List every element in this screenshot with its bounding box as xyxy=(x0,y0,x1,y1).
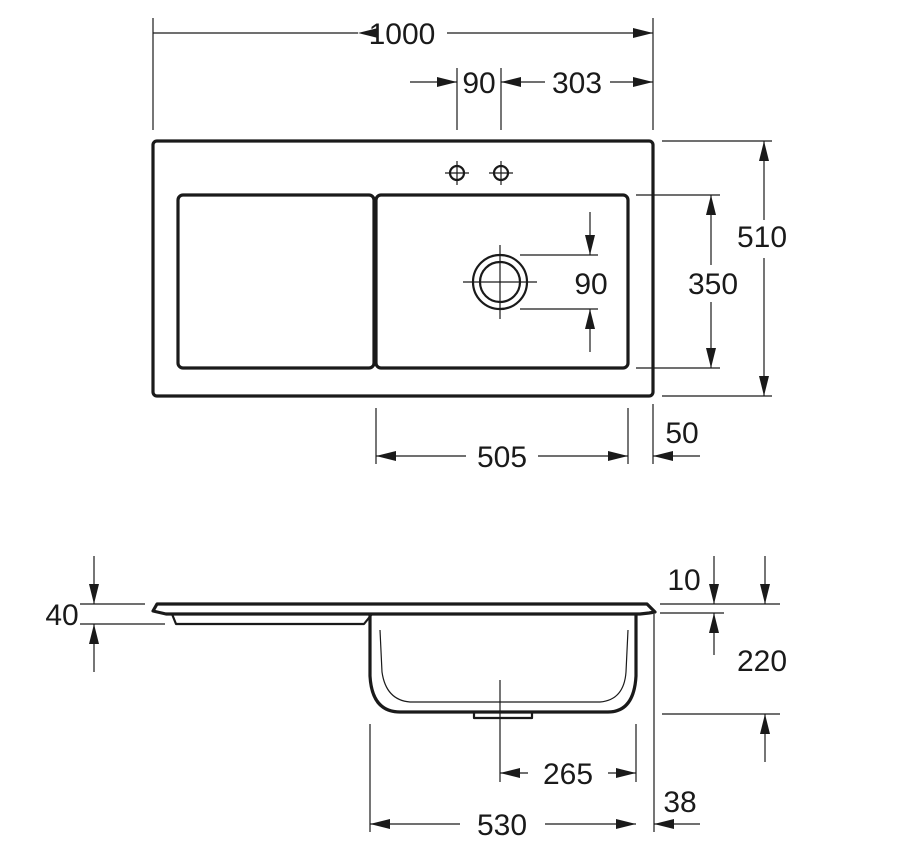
bowl-inner xyxy=(379,629,629,703)
drain-icon xyxy=(463,245,537,319)
bowl-body xyxy=(368,614,638,714)
dim-label-side-bowl-depth: 220 xyxy=(737,645,787,678)
dim-label-side-bowl-width: 530 xyxy=(477,809,527,842)
dim-side-bowl-depth: 220 xyxy=(662,556,787,762)
dim-total-height: 40 xyxy=(45,556,165,672)
tap-hole-left-icon xyxy=(445,161,469,185)
dim-side-edge-offset: 38 xyxy=(654,786,700,829)
drainboard-outline xyxy=(176,193,376,370)
drainboard-underside xyxy=(170,613,373,626)
dim-label-rim-thickness: 10 xyxy=(667,564,700,597)
tap-hole-right-icon xyxy=(489,161,513,185)
dim-drain-diameter: 90 xyxy=(520,212,608,352)
dim-rim-thickness: 10 xyxy=(660,556,780,655)
side-view: 40 10 220 265 xyxy=(45,556,787,842)
dim-tap-spacing: 90 xyxy=(410,67,545,130)
dim-overall-width: 1000 xyxy=(152,18,654,130)
dim-edge-offset: 50 xyxy=(652,404,700,464)
dim-label-bowl-width: 505 xyxy=(477,441,527,474)
dim-label-side-edge-offset: 38 xyxy=(663,786,696,819)
dim-bowl-width: 505 xyxy=(375,408,629,474)
dim-label-tap-offset: 303 xyxy=(552,67,602,100)
dim-label-drain-diameter: 90 xyxy=(574,268,607,301)
bowl-outline xyxy=(374,193,630,370)
dim-tap-offset: 303 xyxy=(552,67,653,100)
dim-label-overall-depth: 510 xyxy=(737,221,787,254)
dim-side-bowl-width: 530 xyxy=(369,614,655,842)
dim-label-edge-offset: 50 xyxy=(665,417,698,450)
dim-label-overall-width: 1000 xyxy=(369,18,436,51)
dim-label-tap-spacing: 90 xyxy=(462,67,495,100)
dim-label-total-height: 40 xyxy=(45,599,78,632)
dim-bowl-depth: 350 xyxy=(636,194,738,369)
countertop-outline xyxy=(151,139,655,398)
dim-label-bowl-depth: 350 xyxy=(688,268,738,301)
rim-profile xyxy=(151,602,657,616)
dim-overall-depth: 510 xyxy=(662,140,787,397)
top-view: 1000 90 303 510 350 xyxy=(151,18,787,474)
dim-label-drain-offset: 265 xyxy=(543,758,593,791)
drain-stub-icon xyxy=(472,712,534,720)
dim-drain-offset: 265 xyxy=(499,680,637,791)
